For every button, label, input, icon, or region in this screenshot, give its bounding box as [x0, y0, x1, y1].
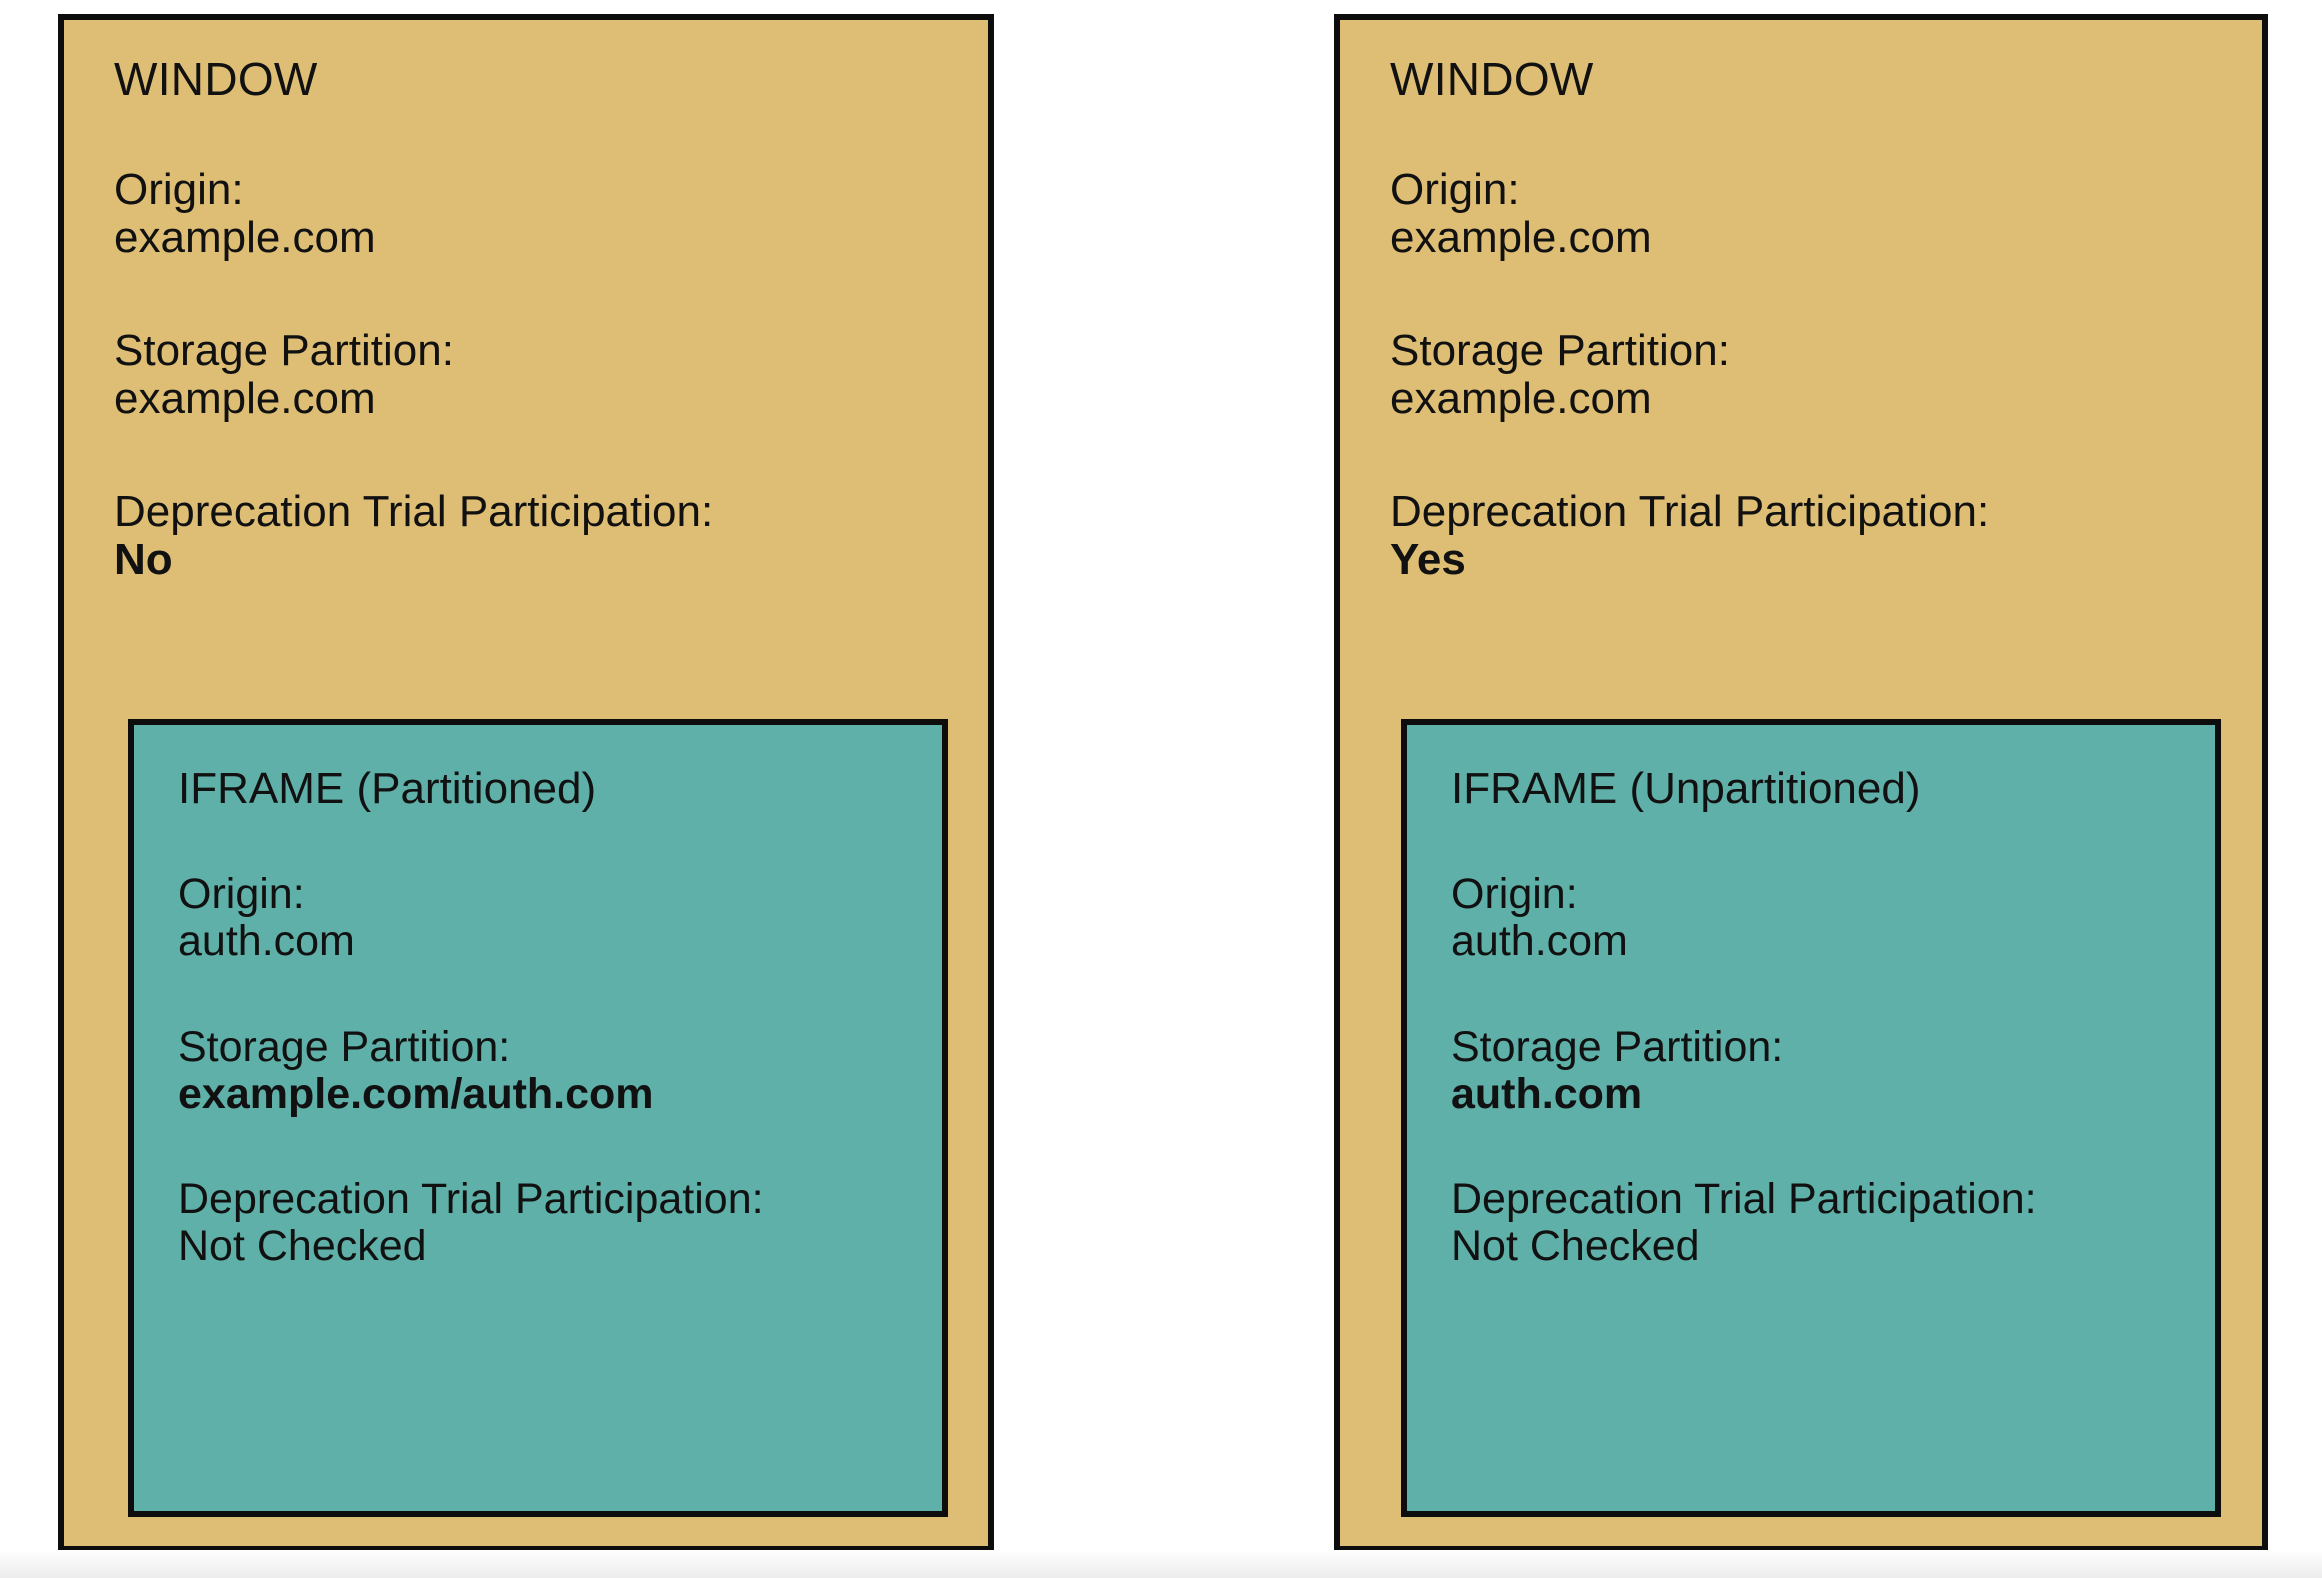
- iframe-field-origin-left: Origin: auth.com: [178, 870, 942, 966]
- window-field-deprecation-trial-left: Deprecation Trial Participation: No: [114, 488, 988, 583]
- window-body-left: WINDOW Origin: example.com Storage Parti…: [64, 20, 988, 1546]
- window-origin-value-left: example.com: [114, 212, 376, 262]
- window-deprecation-trial-value-left: No: [114, 534, 173, 584]
- window-deprecation-trial-label-left: Deprecation Trial Participation:: [114, 487, 714, 537]
- window-field-storage-partition-left: Storage Partition: example.com: [114, 327, 988, 422]
- iframe-field-origin-right: Origin: auth.com: [1451, 870, 2215, 966]
- window-field-deprecation-trial-right: Deprecation Trial Participation: Yes: [1390, 488, 2262, 583]
- iframe-field-deprecation-trial-left: Deprecation Trial Participation: Not Che…: [178, 1175, 942, 1271]
- window-storage-partition-value-left: example.com: [114, 373, 376, 423]
- iframe-body-right: IFRAME (Unpartitioned) Origin: auth.com …: [1407, 725, 2215, 1511]
- window-title-right: WINDOW: [1390, 53, 1594, 105]
- window-body-right: WINDOW Origin: example.com Storage Parti…: [1340, 20, 2262, 1546]
- window-box-left: WINDOW Origin: example.com Storage Parti…: [58, 14, 994, 1552]
- window-storage-partition-label-left: Storage Partition:: [114, 326, 454, 376]
- window-origin-label-left: Origin:: [114, 165, 244, 214]
- window-title-left: WINDOW: [114, 53, 318, 105]
- window-origin-value-right: example.com: [1390, 212, 1652, 262]
- window-storage-partition-label-right: Storage Partition:: [1390, 326, 1730, 376]
- iframe-title-right: IFRAME (Unpartitioned): [1451, 764, 1921, 813]
- iframe-storage-partition-label-right: Storage Partition:: [1451, 1022, 1784, 1071]
- page-bottom-shadow: [0, 1550, 2322, 1578]
- iframe-deprecation-trial-value-left: Not Checked: [178, 1222, 427, 1271]
- window-origin-label-right: Origin:: [1390, 165, 1520, 214]
- window-box-right: WINDOW Origin: example.com Storage Parti…: [1334, 14, 2268, 1552]
- iframe-deprecation-trial-label-right: Deprecation Trial Participation:: [1451, 1175, 2037, 1224]
- iframe-origin-value-left: auth.com: [178, 917, 355, 966]
- window-field-origin-right: Origin: example.com: [1390, 166, 2262, 261]
- window-storage-partition-value-right: example.com: [1390, 373, 1652, 423]
- iframe-field-storage-partition-left: Storage Partition: example.com/auth.com: [178, 1022, 942, 1119]
- iframe-storage-partition-value-right: auth.com: [1451, 1069, 1643, 1118]
- iframe-body-left: IFRAME (Partitioned) Origin: auth.com St…: [134, 725, 942, 1511]
- iframe-box-left: IFRAME (Partitioned) Origin: auth.com St…: [128, 719, 948, 1517]
- window-field-origin-left: Origin: example.com: [114, 166, 988, 261]
- iframe-box-right: IFRAME (Unpartitioned) Origin: auth.com …: [1401, 719, 2221, 1517]
- window-field-storage-partition-right: Storage Partition: example.com: [1390, 327, 2262, 422]
- iframe-origin-label-right: Origin:: [1451, 870, 1578, 918]
- iframe-field-storage-partition-right: Storage Partition: auth.com: [1451, 1022, 2215, 1119]
- iframe-storage-partition-label-left: Storage Partition:: [178, 1022, 511, 1071]
- window-deprecation-trial-label-right: Deprecation Trial Participation:: [1390, 487, 1990, 537]
- iframe-deprecation-trial-value-right: Not Checked: [1451, 1222, 1700, 1271]
- iframe-origin-value-right: auth.com: [1451, 917, 1628, 966]
- iframe-field-deprecation-trial-right: Deprecation Trial Participation: Not Che…: [1451, 1175, 2215, 1271]
- iframe-storage-partition-value-left: example.com/auth.com: [178, 1069, 654, 1118]
- window-deprecation-trial-value-right: Yes: [1390, 534, 1466, 584]
- iframe-origin-label-left: Origin:: [178, 870, 305, 918]
- iframe-title-left: IFRAME (Partitioned): [178, 764, 597, 813]
- iframe-deprecation-trial-label-left: Deprecation Trial Participation:: [178, 1175, 764, 1224]
